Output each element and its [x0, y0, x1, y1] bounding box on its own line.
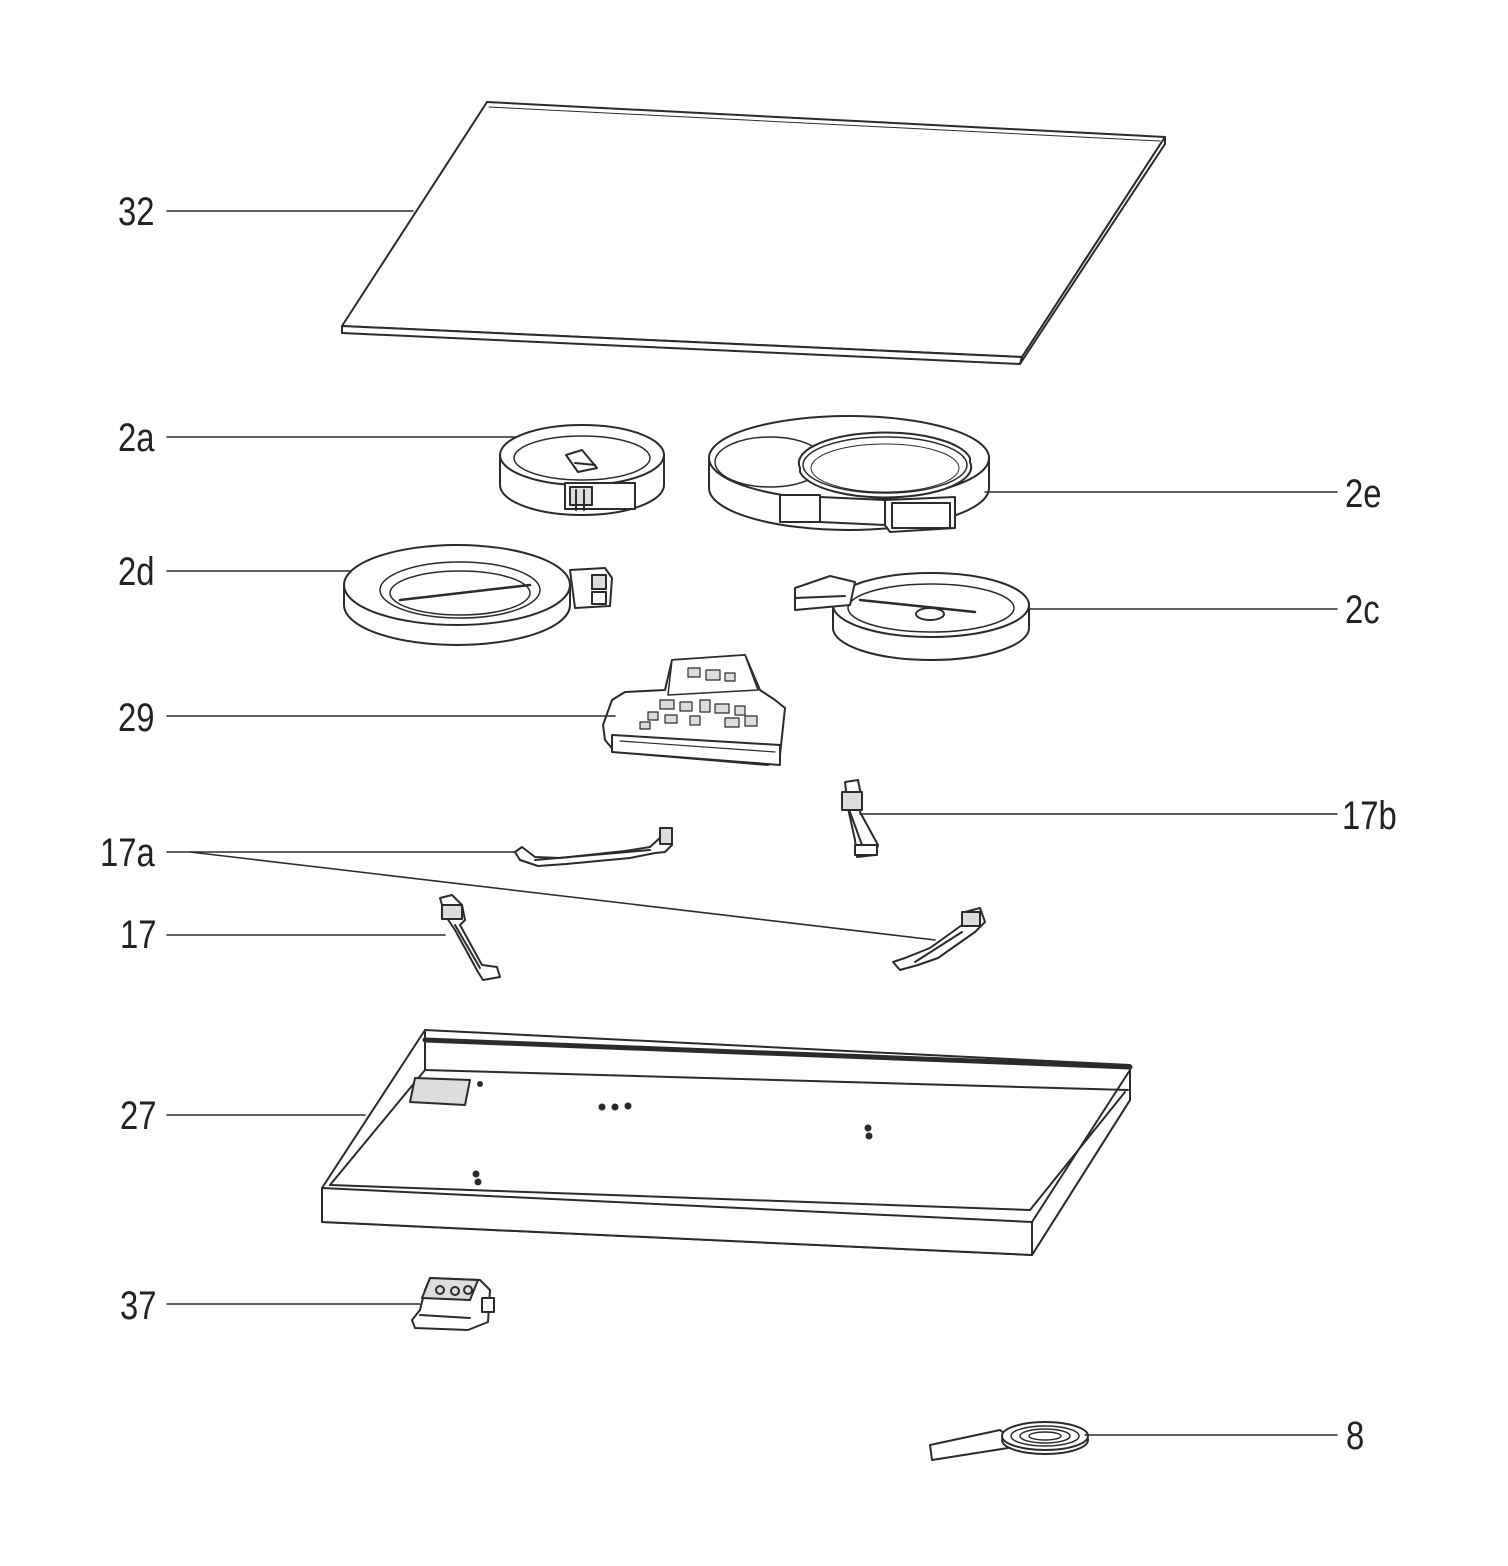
- label-part-32: 32: [118, 190, 155, 234]
- label-part-37: 37: [120, 1284, 157, 1328]
- label-part-8: 8: [1346, 1414, 1365, 1458]
- part-2a-small-heater: [500, 425, 664, 515]
- part-17b-sensor: [842, 780, 878, 857]
- leader-17a-lower: [189, 851, 936, 941]
- part-17a-sensor-strip-lower: [893, 908, 985, 970]
- label-part-27: 27: [120, 1094, 157, 1138]
- label-part-2a: 2a: [118, 416, 155, 460]
- part-32-glass-top: [342, 102, 1165, 364]
- part-27-bottom-tray: [322, 1030, 1130, 1255]
- part-2c-medium-single-heater: [795, 573, 1029, 660]
- label-part-2c: 2c: [1345, 588, 1380, 632]
- leader-lines: [166, 210, 1338, 1436]
- label-part-2d: 2d: [118, 550, 155, 594]
- part-29-control-module: [603, 655, 785, 765]
- part-17a-sensor-strip-upper: [515, 828, 672, 866]
- label-part-17: 17: [120, 913, 157, 957]
- label-part-17b: 17b: [1342, 794, 1397, 838]
- part-2e-large-dual-heater: [709, 416, 989, 532]
- label-part-29: 29: [118, 696, 155, 740]
- part-8-seal-tape: [930, 1422, 1088, 1460]
- part-17-sensor-strip: [440, 895, 500, 980]
- part-37-terminal-block: [412, 1278, 494, 1330]
- label-part-2e: 2e: [1345, 472, 1382, 516]
- part-2d-medium-heater: [344, 545, 612, 645]
- label-part-17a: 17a: [100, 831, 155, 875]
